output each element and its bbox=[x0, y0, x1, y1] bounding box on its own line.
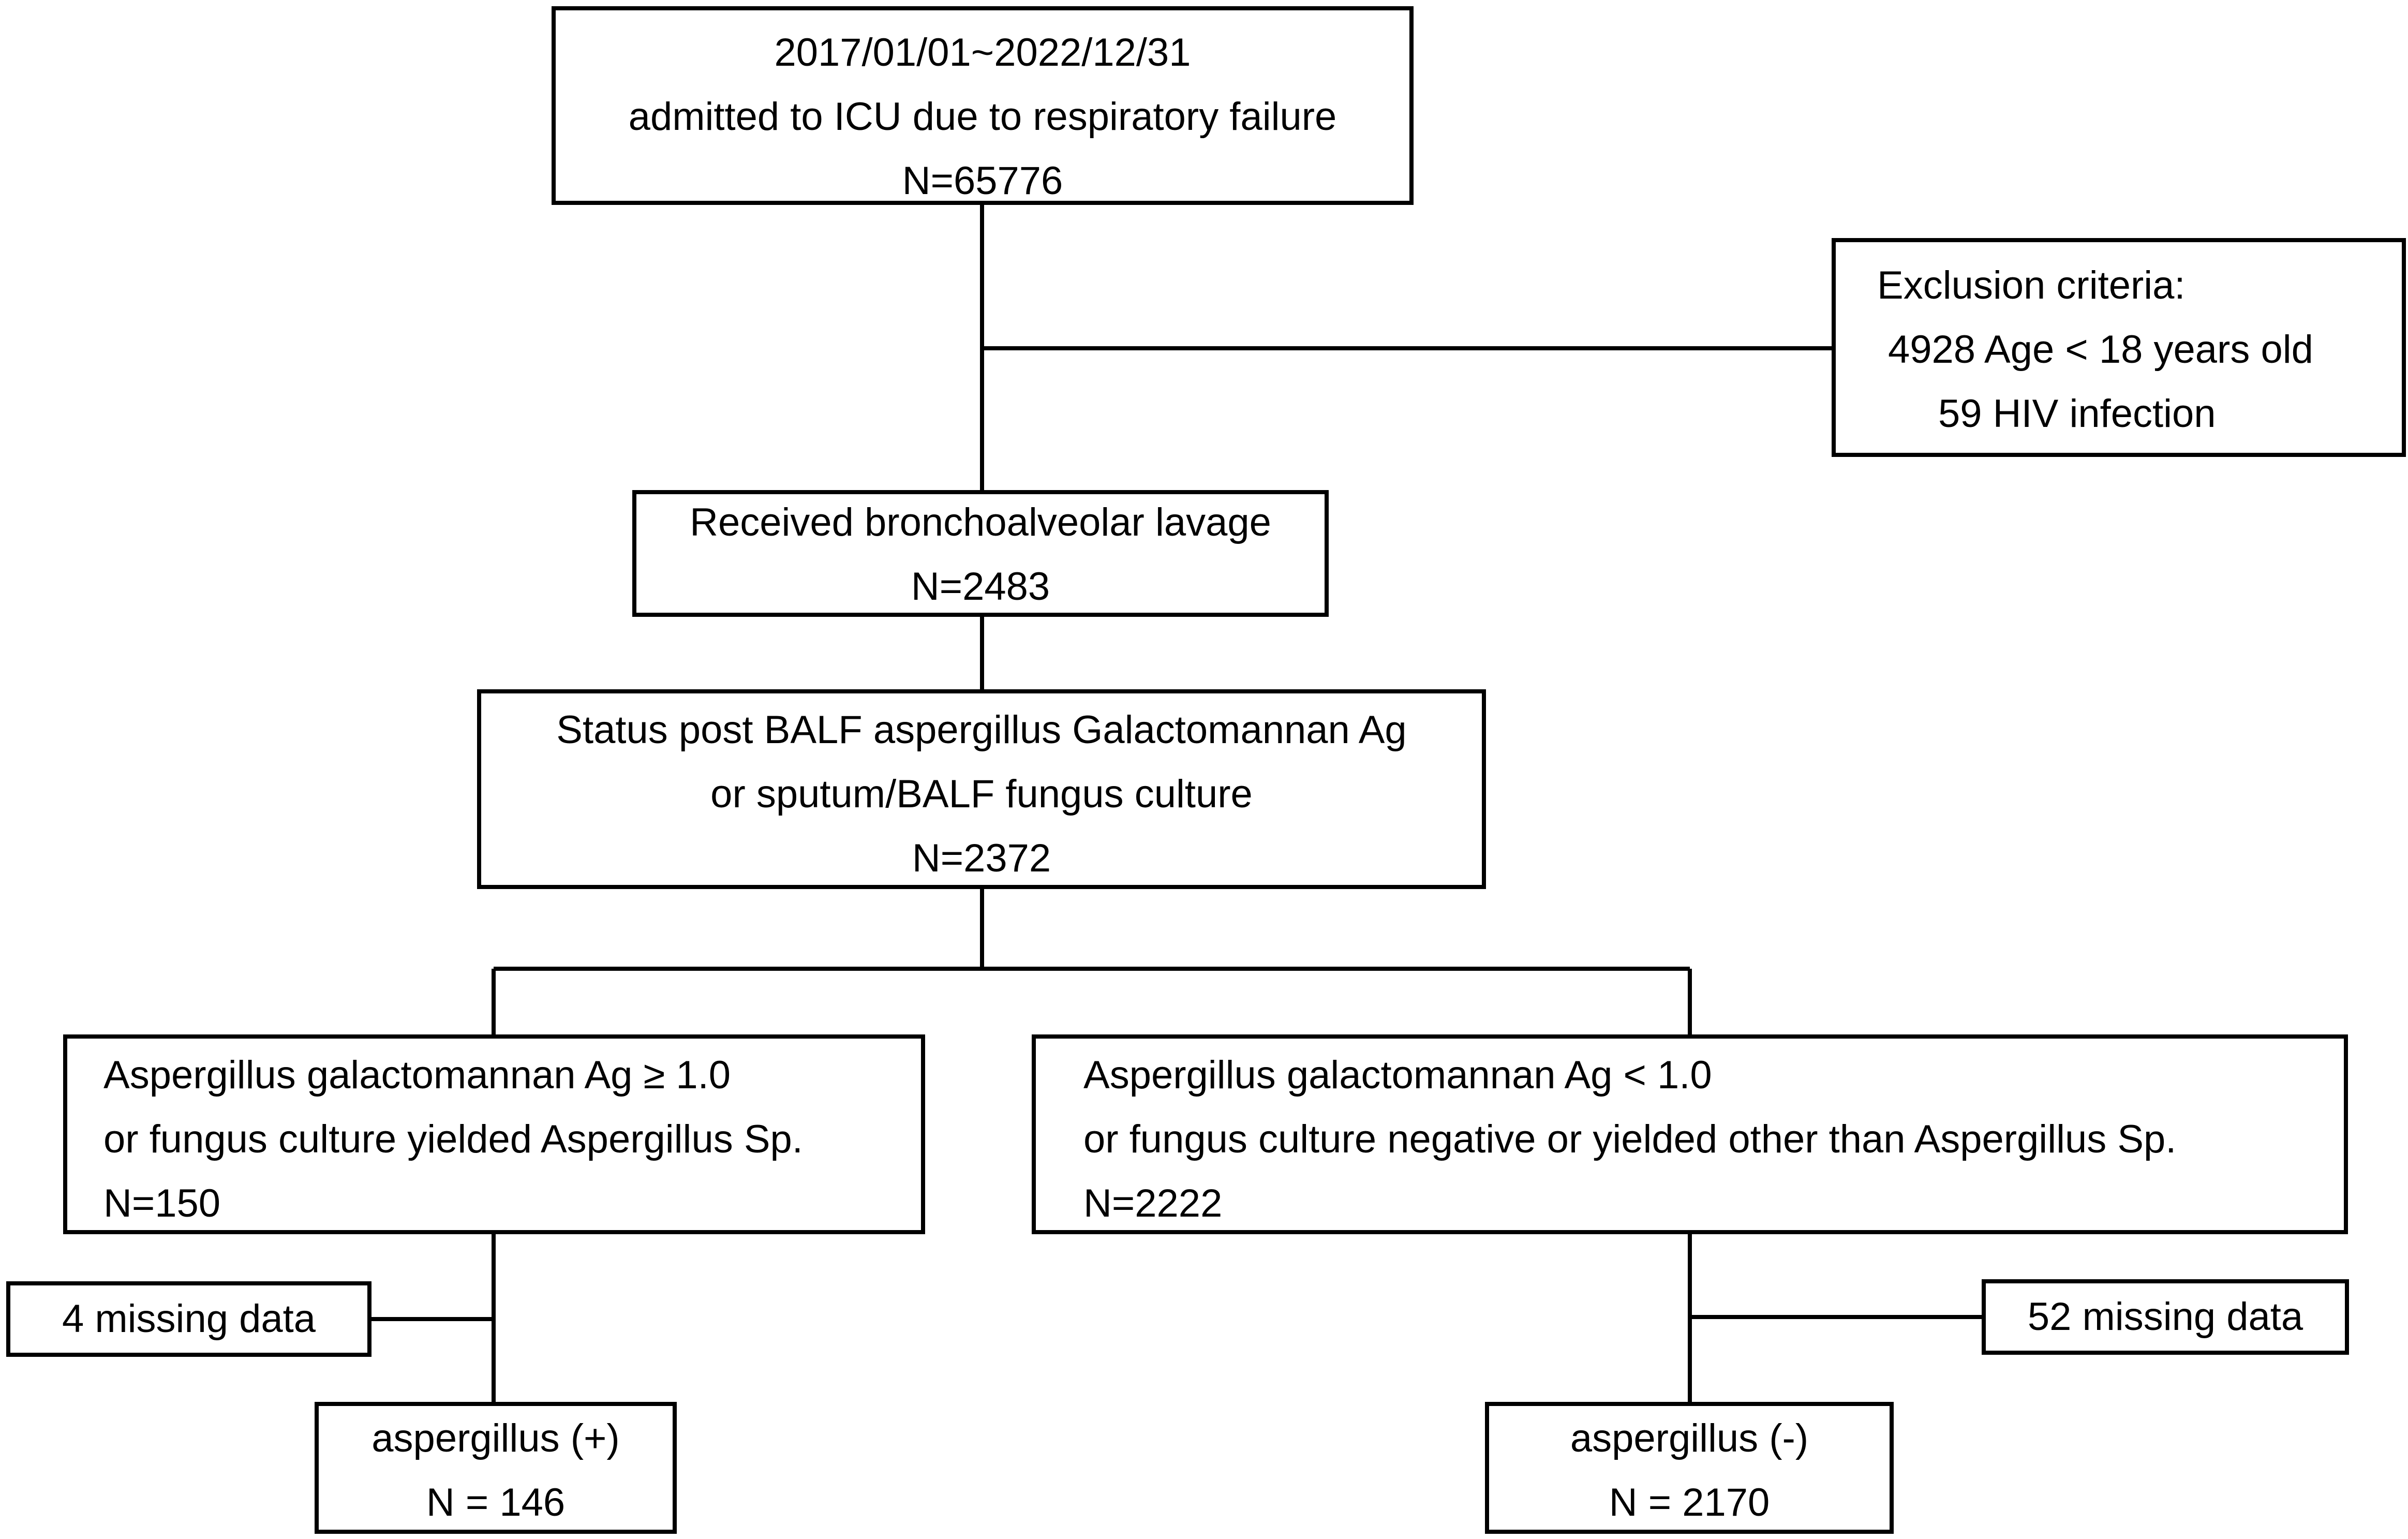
admitted-date-range: 2017/01/01~2022/12/31 bbox=[774, 31, 1191, 75]
exclusion-title: Exclusion criteria: bbox=[1877, 263, 2186, 307]
result-positive-box: aspergillus (+) N = 146 bbox=[315, 1402, 677, 1534]
status-post-line-1: Status post BALF aspergillus Galactomann… bbox=[556, 708, 1407, 752]
result-positive-label: aspergillus (+) bbox=[371, 1416, 620, 1460]
missing-right-label: 52 missing data bbox=[2027, 1295, 2303, 1339]
missing-right-box: 52 missing data bbox=[1982, 1279, 2349, 1355]
negative-branch-box: Aspergillus galactomannan Ag < 1.0 or fu… bbox=[1032, 1034, 2348, 1234]
negative-branch-count: N=2222 bbox=[1083, 1181, 1223, 1225]
exclusion-box: Exclusion criteria: 4928 Age < 18 years … bbox=[1832, 238, 2406, 457]
exclusion-hiv: 59 HIV infection bbox=[1938, 392, 2216, 436]
result-negative-count: N = 2170 bbox=[1609, 1481, 1770, 1525]
lavage-count: N=2483 bbox=[911, 565, 1050, 609]
negative-branch-line-1: Aspergillus galactomannan Ag < 1.0 bbox=[1083, 1053, 1712, 1097]
missing-left-box: 4 missing data bbox=[6, 1281, 371, 1357]
exclusion-age: 4928 Age < 18 years old bbox=[1888, 328, 2313, 372]
positive-branch-line-2: or fungus culture yielded Aspergillus Sp… bbox=[103, 1117, 803, 1161]
positive-branch-box: Aspergillus galactomannan Ag ≥ 1.0 or fu… bbox=[63, 1034, 925, 1234]
result-positive-count: N = 146 bbox=[426, 1481, 566, 1525]
status-post-line-2: or sputum/BALF fungus culture bbox=[710, 772, 1253, 816]
admitted-count: N=65776 bbox=[902, 159, 1063, 203]
negative-branch-line-2: or fungus culture negative or yielded ot… bbox=[1083, 1117, 2177, 1161]
result-negative-box: aspergillus (-) N = 2170 bbox=[1485, 1402, 1894, 1534]
status-post-box: Status post BALF aspergillus Galactomann… bbox=[477, 689, 1486, 889]
missing-left-label: 4 missing data bbox=[62, 1297, 316, 1341]
admitted-box: 2017/01/01~2022/12/31 admitted to ICU du… bbox=[552, 6, 1414, 205]
positive-branch-count: N=150 bbox=[103, 1181, 221, 1225]
lavage-description: Received bronchoalveolar lavage bbox=[690, 500, 1271, 544]
result-negative-label: aspergillus (-) bbox=[1570, 1416, 1809, 1460]
admitted-description: admitted to ICU due to respiratory failu… bbox=[628, 95, 1337, 139]
lavage-box: Received bronchoalveolar lavage N=2483 bbox=[632, 490, 1329, 617]
positive-branch-line-1: Aspergillus galactomannan Ag ≥ 1.0 bbox=[103, 1053, 731, 1097]
status-post-count: N=2372 bbox=[912, 836, 1051, 880]
